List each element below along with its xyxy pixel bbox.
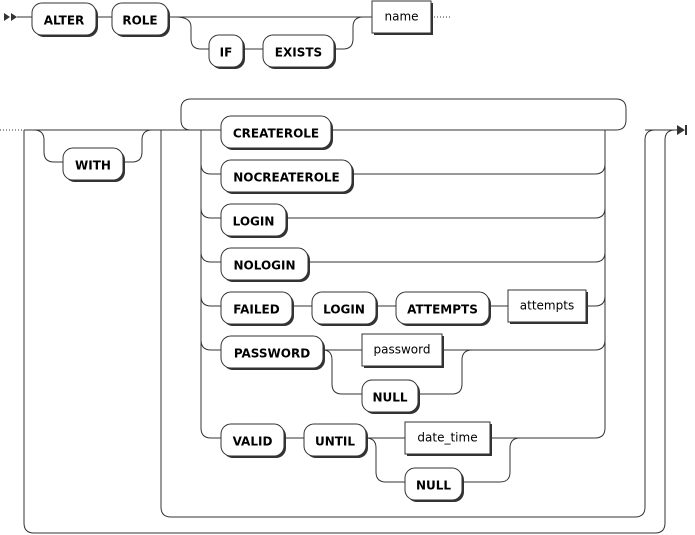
keyword-date-null: NULL xyxy=(404,467,464,502)
keyword-valid-label: VALID xyxy=(233,435,273,449)
keyword-failed: FAILED xyxy=(220,291,294,326)
identifier-attempts: attempts xyxy=(507,289,588,324)
keyword-failed-label: FAILED xyxy=(233,303,279,317)
keyword-until: UNTIL xyxy=(303,423,368,458)
keyword-alter: ALTER xyxy=(31,2,98,37)
keyword-failed-login-label: LOGIN xyxy=(323,303,365,317)
keyword-with-label: WITH xyxy=(75,159,111,173)
identifier-password: password xyxy=(361,333,444,368)
keyword-failed-login: LOGIN xyxy=(311,291,378,326)
keyword-password-null-label: NULL xyxy=(372,391,407,405)
keyword-nocreaterole-label: NOCREATEROLE xyxy=(233,171,340,185)
end-marker xyxy=(677,125,687,135)
keyword-valid: VALID xyxy=(220,423,286,458)
keyword-login-label: LOGIN xyxy=(233,215,275,229)
keyword-with: WITH xyxy=(62,147,125,182)
keyword-nocreaterole: NOCREATEROLE xyxy=(220,159,354,194)
identifier-name: name xyxy=(371,0,433,35)
keyword-attempts: ATTEMPTS xyxy=(395,291,491,326)
identifier-attempts-label: attempts xyxy=(520,299,574,313)
start-marker xyxy=(4,13,17,21)
keyword-alter-label: ALTER xyxy=(44,14,85,28)
keyword-nologin: NOLOGIN xyxy=(220,247,310,282)
keyword-exists: EXISTS xyxy=(262,34,336,69)
keyword-login: LOGIN xyxy=(220,203,288,238)
keyword-createrole-label: CREATEROLE xyxy=(233,127,319,141)
keyword-nologin-label: NOLOGIN xyxy=(233,259,295,273)
keyword-role-label: ROLE xyxy=(122,14,157,28)
keyword-date-null-label: NULL xyxy=(416,479,451,493)
keyword-password-null: NULL xyxy=(361,379,420,414)
keyword-attempts-label: ATTEMPTS xyxy=(407,303,478,317)
keyword-if: IF xyxy=(208,34,245,69)
keyword-createrole: CREATEROLE xyxy=(220,115,333,150)
identifier-name-label: name xyxy=(384,10,418,24)
keyword-until-label: UNTIL xyxy=(315,435,355,449)
keyword-exists-label: EXISTS xyxy=(275,46,322,60)
identifier-date-time: date_time xyxy=(404,421,492,456)
identifier-date-time-label: date_time xyxy=(417,431,477,445)
keyword-if-label: IF xyxy=(220,46,233,60)
keyword-password: PASSWORD xyxy=(220,335,325,370)
keyword-role: ROLE xyxy=(111,2,170,37)
identifier-password-label: password xyxy=(374,343,431,357)
keyword-password-label: PASSWORD xyxy=(234,347,310,361)
